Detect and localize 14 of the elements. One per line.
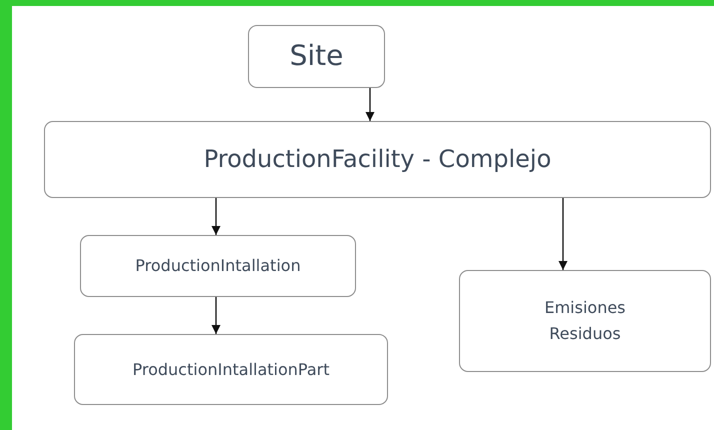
arrow: [558, 198, 568, 270]
process-box: [459, 270, 711, 372]
node-label: ProductionIntallation: [135, 255, 301, 278]
arrow: [365, 88, 375, 121]
process-box: [74, 334, 388, 405]
arrow: [211, 198, 221, 235]
node-label: Site: [290, 38, 344, 74]
arrow: [211, 297, 221, 334]
node-label: ProductionFacility - Complejo: [204, 144, 552, 176]
process-box: [44, 121, 711, 198]
node-label: Emisiones Residuos: [543, 297, 627, 345]
node-label: ProductionIntallationPart: [132, 358, 330, 381]
process-box: [80, 235, 356, 297]
process-box: [248, 25, 385, 88]
